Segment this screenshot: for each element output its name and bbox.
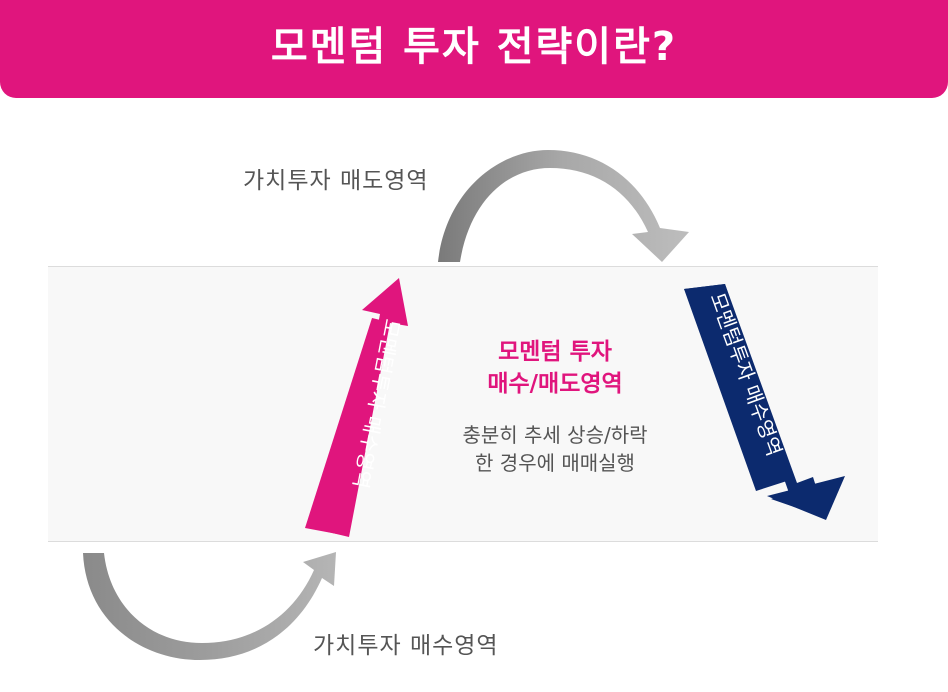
header-banner: 모멘텀 투자 전략이란? [0,0,948,98]
momentum-buy-arrow-icon: 모멘텀투자 매수영역 [305,278,408,537]
value-buy-label: 가치투자 매수영역 [313,633,499,659]
momentum-sell-arrow-icon: 모멘텀투자 매수영역 [684,284,845,520]
value-sell-label: 가치투자 매도영역 [243,168,429,194]
curved-arrow-bottom-icon [83,552,336,660]
center-desc-line1: 충분히 추세 상승/하락 [462,423,648,447]
center-title-line1: 모멘텀 투자 [498,339,612,365]
center-title-line2: 매수/매도영역 [487,371,623,397]
center-desc-line2: 한 경우에 매매실행 [475,451,635,475]
page-title: 모멘텀 투자 전략이란? [270,24,678,70]
curved-arrow-top-icon [438,150,689,262]
